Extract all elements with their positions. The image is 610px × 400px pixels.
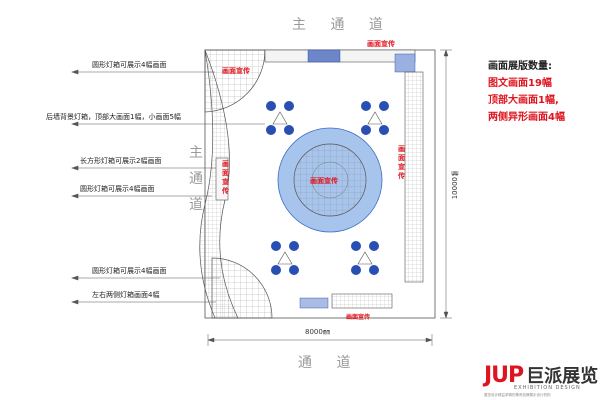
- logo-mark: JUP: [484, 363, 524, 388]
- aisle-left-label: 主 通 道: [188, 140, 204, 218]
- round-lightbox-bottom-left: [211, 257, 273, 319]
- table-group-bottom-right: [351, 241, 379, 275]
- table-group-top-left: [266, 101, 294, 135]
- graphic-label-center: 画面宣传: [310, 177, 338, 185]
- dimension-lines: [207, 49, 452, 346]
- table-group-bottom-left: [271, 241, 299, 275]
- graphic-label-top: 画面宣传: [367, 40, 395, 48]
- aisle-top-label: 主 通 道: [292, 17, 393, 33]
- center-stage-inner: [311, 161, 349, 199]
- dimension-height: 10000㎜: [451, 170, 459, 200]
- right-wall: [404, 71, 424, 283]
- logo-tagline: 展览设计精益求精的尊贵品牌展示设计机构: [484, 393, 551, 397]
- annotation-rect-lightbox: 长方形灯箱可展示2幅画面: [80, 157, 162, 165]
- graphic-count-title: 画面展版数量:: [488, 61, 552, 72]
- graphic-label-left-arch: 画面宣传: [222, 67, 250, 75]
- company-logo: JUP 巨派展览 EXHIBITION DESIGN 展览设计精益求精的尊贵品牌…: [484, 362, 606, 398]
- annotation-back-wall: 后墙背景灯箱，顶部大画面1幅，小画面5幅: [46, 113, 181, 121]
- annotation-side-lightbox: 左右两侧灯箱画面4幅: [92, 291, 160, 299]
- back-wall-graphic: [307, 49, 341, 63]
- bottom-counter-display: [299, 297, 329, 309]
- graphic-count-line-1: 图文画面19幅: [488, 78, 552, 89]
- annotation-round-lightbox-2: 圆形灯箱可展示4幅画面: [80, 185, 155, 193]
- rect-lightbox-left: [215, 157, 229, 201]
- graphic-label-bottom-right: 画面宣传: [346, 314, 371, 321]
- aisle-bottom-label: 通 道: [298, 355, 361, 371]
- logo-sub: EXHIBITION DESIGN: [514, 385, 581, 391]
- annotation-round-lightbox-1: 圆形灯箱可展示4幅画面: [92, 61, 167, 69]
- aisle-left-char-1: 主: [189, 145, 203, 161]
- graphic-count-line-3: 两侧异形画面4幅: [488, 112, 565, 123]
- round-lightbox-top-left: [204, 49, 266, 113]
- graphic-label-right: 画面宣传: [398, 145, 405, 180]
- logo-name: 巨派展览: [526, 366, 599, 387]
- aisle-left-char-2: 通: [189, 171, 203, 187]
- aisle-left-char-3: 道: [189, 197, 203, 213]
- graphic-label-left-rect: 画面宣传: [222, 160, 229, 195]
- annotation-round-lightbox-3: 圆形灯箱可展示4幅画面: [92, 267, 167, 275]
- table-group-top-right: [361, 101, 389, 135]
- graphic-count-line-2: 顶部大画面1幅,: [488, 95, 559, 106]
- dimension-width: 8000㎜: [305, 328, 330, 336]
- bottom-counter: [331, 293, 393, 309]
- center-stage-floor: [293, 143, 367, 217]
- annotation-leaders: [71, 69, 265, 305]
- back-wall-screen: [394, 53, 416, 73]
- graphic-count-panel: 画面展版数量: 图文画面19幅 顶部大画面1幅, 两侧异形画面4幅: [488, 58, 565, 126]
